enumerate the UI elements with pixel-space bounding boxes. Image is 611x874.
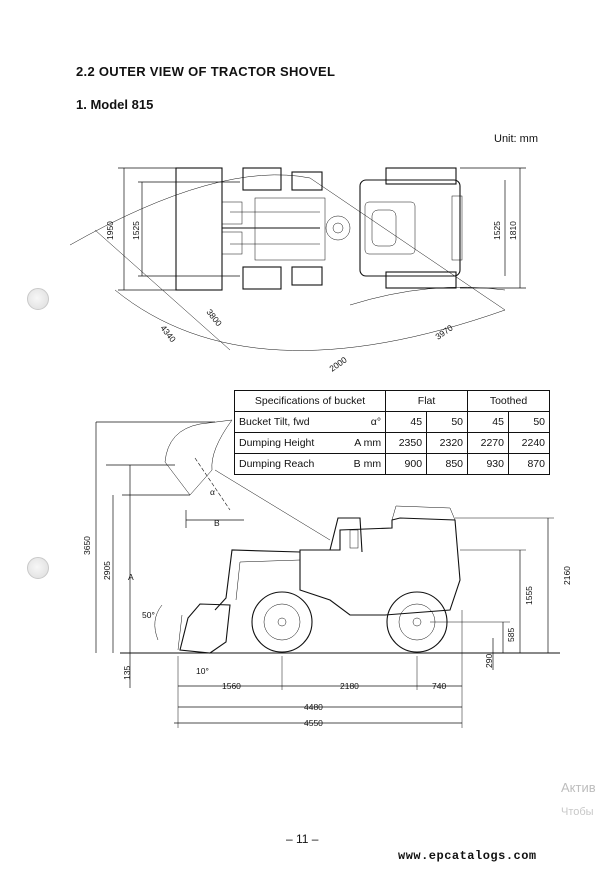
dim-3970: 3970 — [433, 322, 454, 341]
top-view-drawing: 1950 1525 1525 1810 4340 3800 3970 2000 — [69, 167, 526, 374]
spec-value: 900 — [385, 453, 428, 475]
dim-1525-rear: 1525 — [492, 221, 502, 240]
dim-4340: 4340 — [158, 323, 178, 344]
dim-740: 740 — [432, 681, 446, 691]
dim-290: 290 — [484, 654, 494, 668]
dim-1810: 1810 — [508, 221, 518, 240]
dim-4480: 4480 — [304, 702, 323, 712]
dim-2905: 2905 — [102, 561, 112, 580]
model-title: 1. Model 815 — [76, 97, 154, 112]
front-wheel-side — [251, 591, 313, 653]
dim-2180: 2180 — [340, 681, 359, 691]
activation-watermark-line1: Актив — [561, 780, 596, 795]
dim-1525-front: 1525 — [131, 221, 141, 240]
activation-watermark-line2: Чтобы — [561, 806, 594, 818]
dim-2000: 2000 — [327, 354, 348, 373]
binder-hole-bottom — [27, 557, 49, 579]
page-number: – 11 – — [286, 832, 319, 846]
front-wheel-right — [242, 266, 282, 290]
lowered-bucket — [179, 603, 231, 654]
spec-header-row: Specifications of bucket Flat Toothed — [233, 390, 550, 412]
unit-label: Unit: mm — [494, 133, 538, 145]
spec-value: 930 — [467, 453, 509, 475]
boom-arm — [214, 549, 301, 611]
outer-turning-arc-lower — [114, 289, 506, 351]
dim-2160: 2160 — [562, 566, 572, 585]
spec-value: 2240 — [507, 432, 551, 454]
dim-label-a: A — [128, 572, 134, 582]
rear-wheel-left — [385, 167, 457, 185]
dim-3650: 3650 — [82, 536, 92, 555]
inner-turning-arc — [349, 286, 506, 306]
front-wheel-left — [242, 167, 282, 191]
cab — [329, 517, 363, 553]
section-title: 2.2 OUTER VIEW OF TRACTOR SHOVEL — [76, 64, 336, 79]
rear-wheel-right — [385, 271, 457, 289]
dim-label-b: B — [214, 518, 220, 528]
binder-hole-top — [27, 288, 49, 310]
footer-url[interactable]: www.epcatalogs.com — [398, 849, 537, 863]
dim-135: 135 — [122, 666, 132, 680]
loader-body — [299, 517, 461, 616]
spec-toothed-header: Toothed — [467, 390, 550, 412]
bucket-spec-table: Specifications of bucket Flat Toothed Bu… — [233, 390, 551, 475]
spec-flat-header: Flat — [385, 390, 469, 412]
dim-50-deg: 50° — [142, 610, 155, 620]
spec-label: Dumping Reach — [239, 458, 315, 470]
bucket-top — [175, 167, 223, 291]
spec-unit: B mm — [353, 458, 382, 470]
raised-bucket — [164, 419, 233, 496]
spec-unit: A mm — [354, 437, 382, 449]
dim-3800: 3800 — [204, 307, 224, 328]
dim-1555: 1555 — [524, 586, 534, 605]
dim-label-alpha: α — [210, 487, 215, 497]
dim-1950: 1950 — [105, 221, 115, 240]
spec-unit: α° — [370, 416, 382, 428]
dim-1560: 1560 — [222, 681, 241, 691]
dim-4550: 4550 — [304, 718, 323, 728]
spec-label: Bucket Tilt, fwd — [239, 416, 310, 428]
spec-label: Dumping Height — [239, 437, 315, 449]
rear-body-top — [359, 179, 461, 277]
dim-10-deg: 10° — [196, 666, 209, 676]
outer-turning-arc — [69, 174, 311, 246]
spec-title: Specifications of bucket — [233, 390, 387, 412]
dim-585: 585 — [506, 628, 516, 642]
spec-value: 870 — [507, 453, 551, 475]
side-view-drawing: 3650 2905 A 135 B α 50° 10° 1560 2180 74… — [82, 419, 572, 728]
